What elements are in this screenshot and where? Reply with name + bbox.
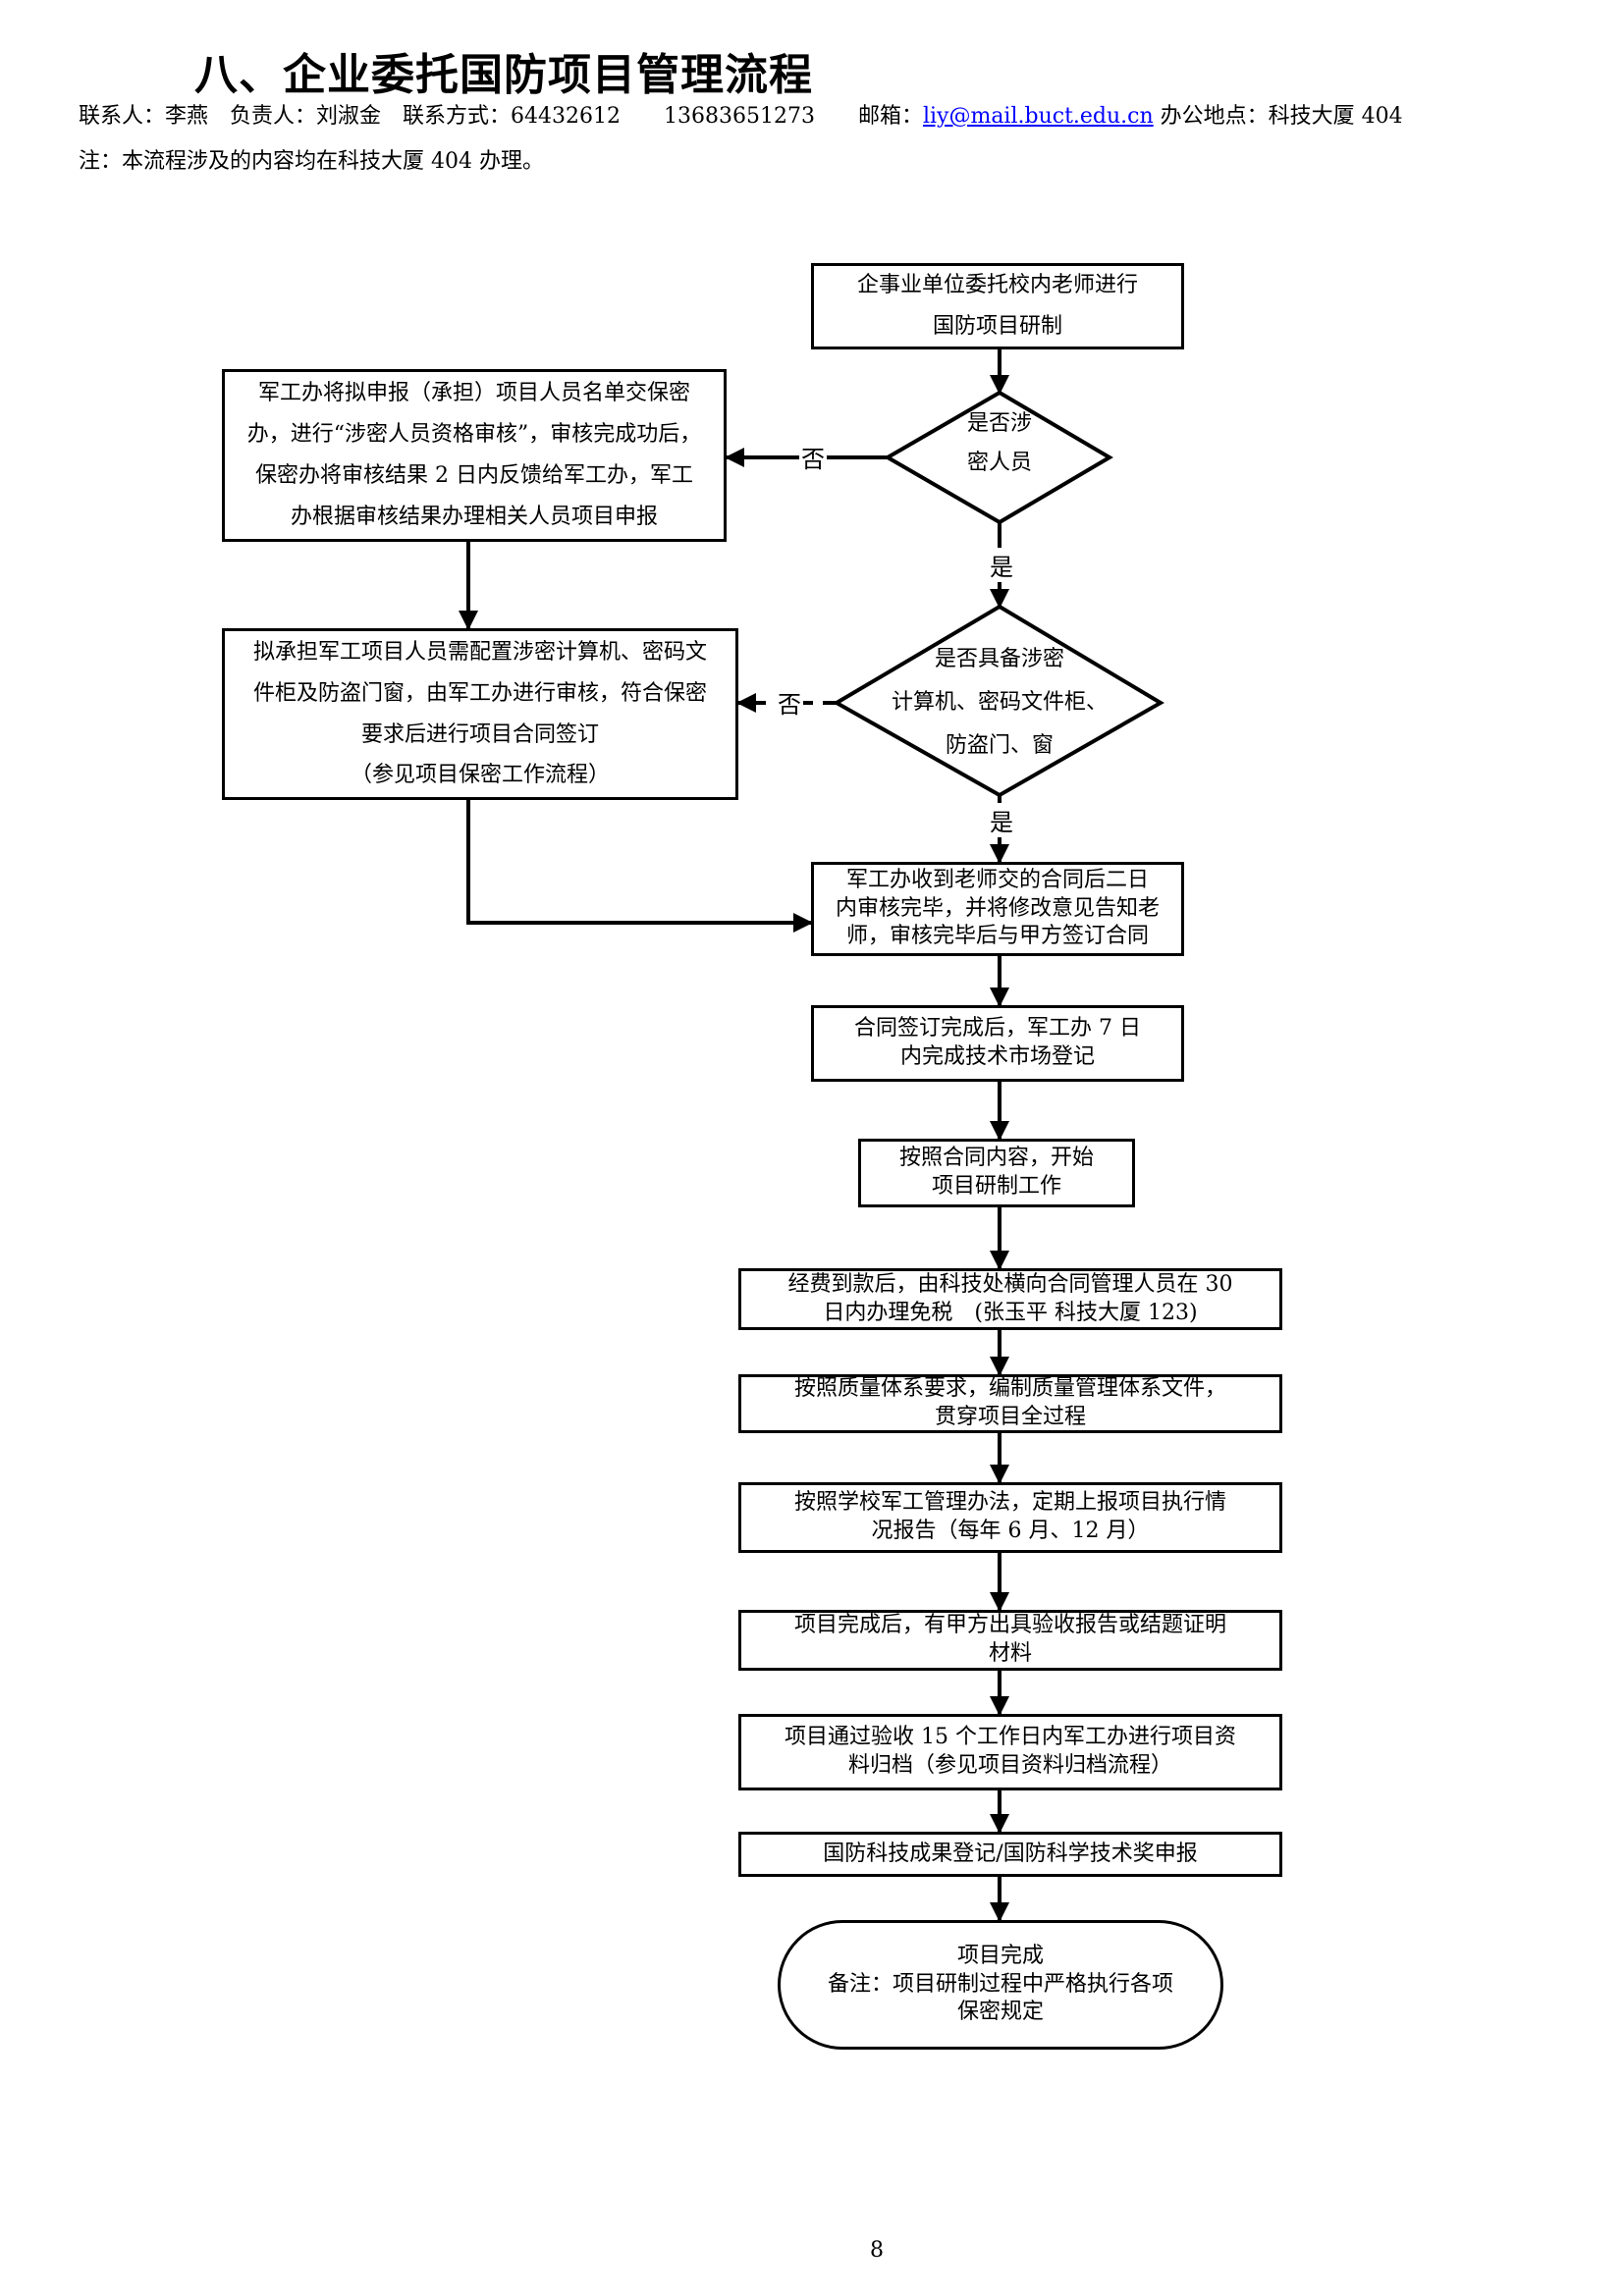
step-start-research: 按照合同内容，开始 项目研制工作 xyxy=(858,1139,1135,1207)
start-box: 企事业单位委托校内老师进行 国防项目研制 xyxy=(811,263,1184,349)
step-quality-system: 按照质量体系要求，编制质量管理体系文件， 贯穿项目全过程 xyxy=(738,1374,1282,1433)
side-box-personnel-review: 军工办将拟申报（承担）项目人员名单交保密 办，进行“涉密人员资格审核”，审核完成… xyxy=(222,369,727,542)
decision2-no-label: 否 xyxy=(776,685,803,720)
step-market-registration: 合同签订完成后，军工办 7 日 内完成技术市场登记 xyxy=(811,1005,1184,1082)
decision1-yes-label: 是 xyxy=(988,548,1015,582)
arrow-side2-to-step0 xyxy=(466,800,813,933)
contact-info: 联系人：李燕 负责人：刘淑金 联系方式：64432612 13683651273… xyxy=(79,104,923,129)
note-text: 注：本流程涉及的内容均在科技大厦 404 办理。 xyxy=(79,149,544,174)
step-tax-exemption: 经费到款后，由科技处横向合同管理人员在 30 日内办理免税 (张玉平 科技大厦 … xyxy=(738,1268,1282,1330)
step-acceptance-report: 项目完成后，有甲方出具验收报告或结题证明 材料 xyxy=(738,1610,1282,1671)
step-progress-report: 按照学校军工管理办法，定期上报项目执行情 况报告（每年 6 月、12 月） xyxy=(738,1482,1282,1553)
decision1-text: 是否涉 密人员 xyxy=(966,411,1032,475)
office-location: 办公地点：科技大厦 404 xyxy=(1153,104,1403,129)
decision2-yes-label: 是 xyxy=(988,803,1015,837)
step-archiving: 项目通过验收 15 个工作日内军工办进行项目资 料归档（参见项目资料归档流程） xyxy=(738,1714,1282,1790)
side-box-equipment-review: 拟承担军工项目人员需配置涉密计算机、密码文 件柜及防盗门窗，由军工办进行审核，符… xyxy=(222,628,738,800)
decision2-text: 是否具备涉密 计算机、密码文件柜、 防盗门、窗 xyxy=(891,647,1108,758)
step-contract-review: 军工办收到老师交的合同后二日 内审核完毕，并将修改意见告知老 师，审核完毕后与甲… xyxy=(811,862,1184,956)
step-achievement-registration: 国防科技成果登记/国防科学技术奖申报 xyxy=(738,1832,1282,1877)
end-terminal: 项目完成 备注：项目研制过程中严格执行各项 保密规定 xyxy=(778,1920,1223,2050)
decision1-no-label: 否 xyxy=(799,440,827,474)
contact-line: 联系人：李燕 负责人：刘淑金 联系方式：64432612 13683651273… xyxy=(79,98,1403,130)
page-number: 8 xyxy=(870,2238,884,2263)
page-title: 八、企业委托国防项目管理流程 xyxy=(194,50,813,100)
email-link[interactable]: liy@mail.buct.edu.cn xyxy=(922,104,1154,129)
